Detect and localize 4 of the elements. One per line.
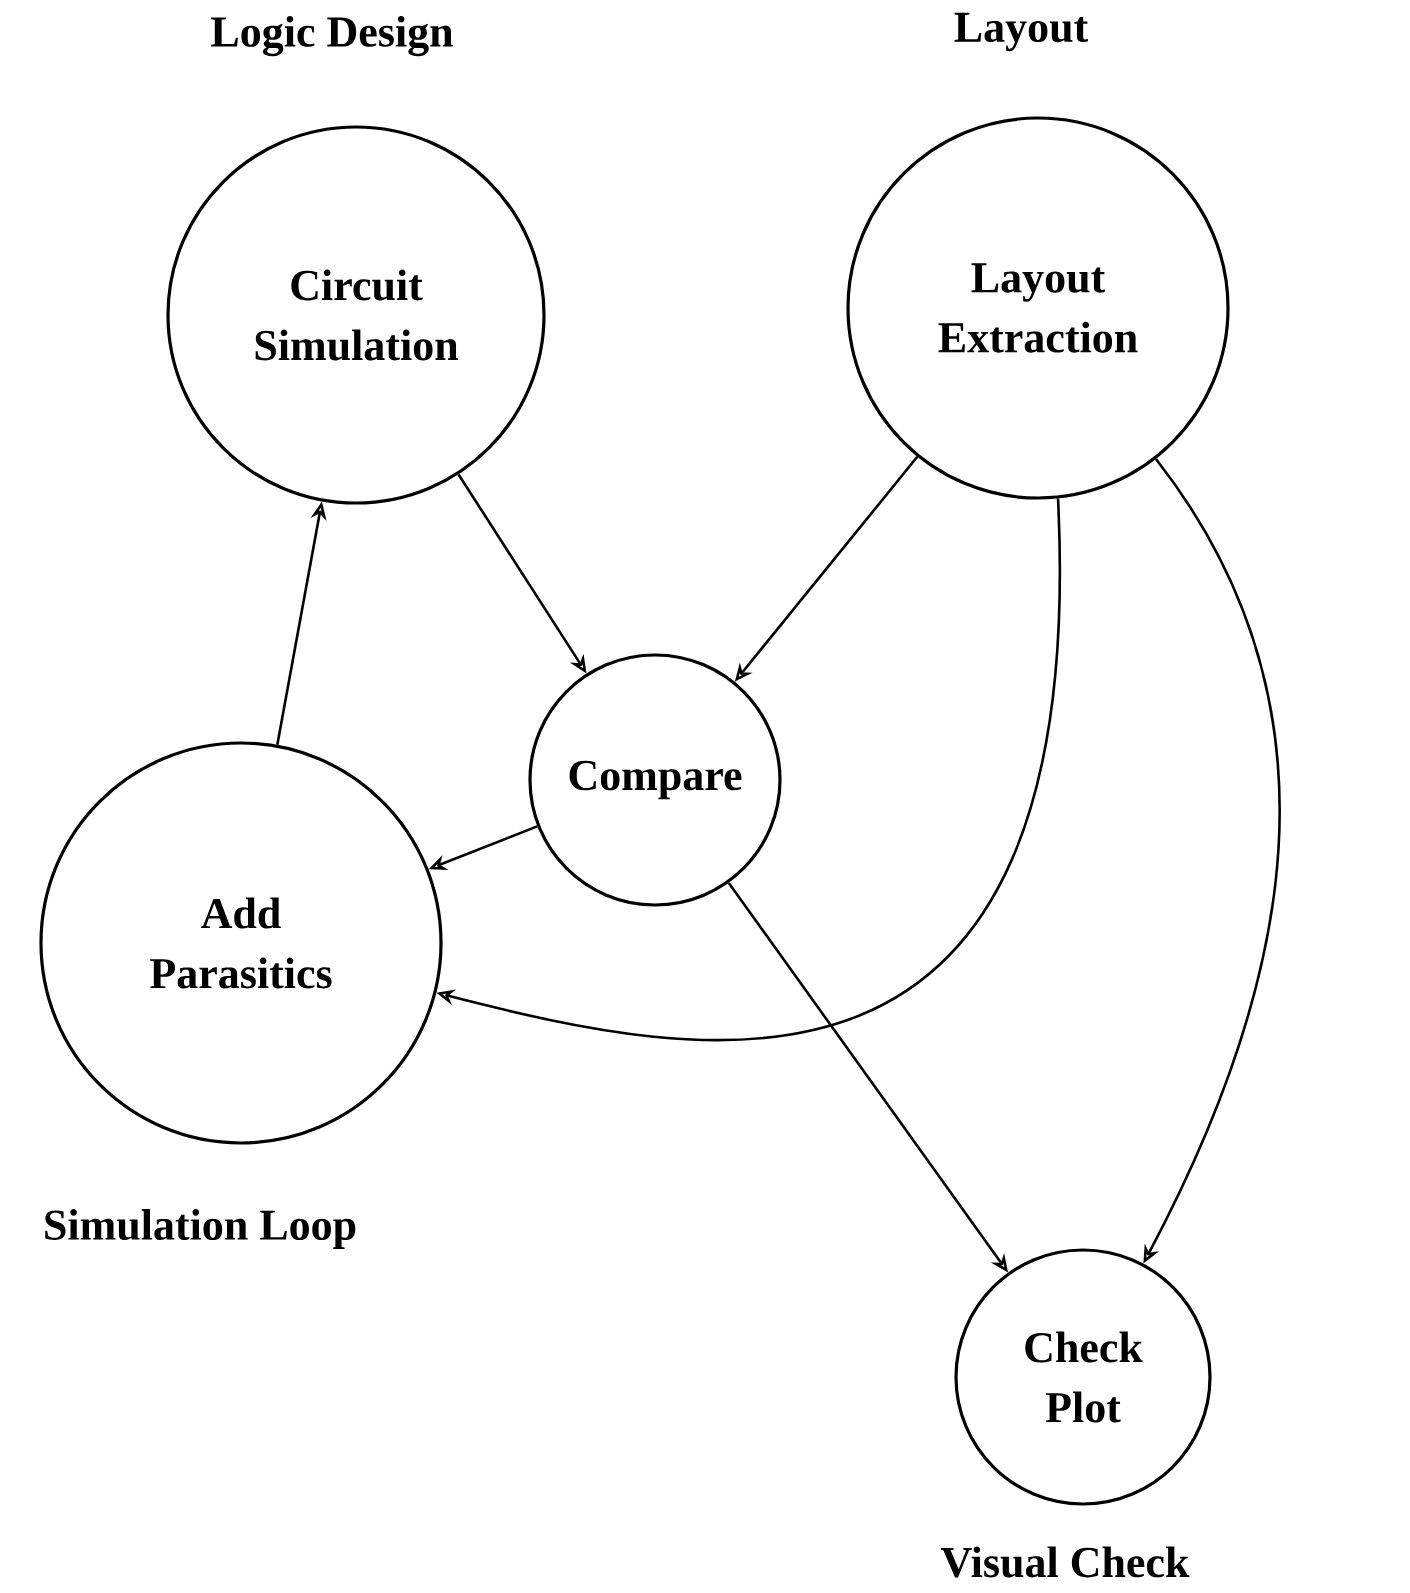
group-label: Layout: [954, 12, 1089, 52]
group-label: Visual Check: [941, 1546, 1190, 1578]
group-label: Simulation Loop: [45, 1209, 356, 1249]
group-label: Logic Design: [211, 15, 453, 57]
